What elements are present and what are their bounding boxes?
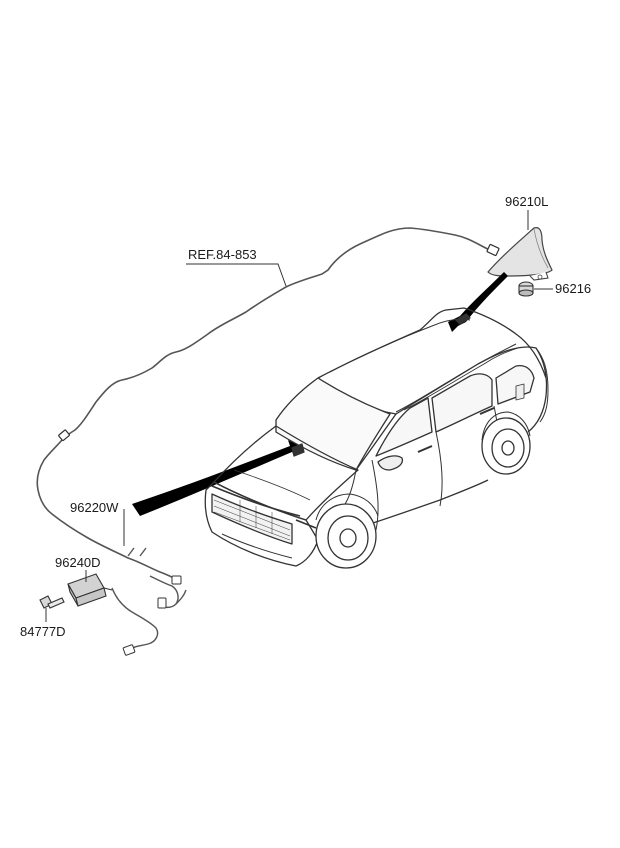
harness-connector bbox=[58, 243, 500, 442]
nut-96216[interactable] bbox=[518, 281, 534, 297]
antenna-96210l[interactable] bbox=[487, 227, 553, 281]
cable-pointer-arrow bbox=[132, 440, 300, 516]
feeder-cable-connectors bbox=[122, 575, 182, 656]
part-label-96210l[interactable]: 96210L bbox=[505, 194, 549, 209]
bolt-84777d[interactable] bbox=[39, 595, 65, 609]
ref-leader bbox=[186, 263, 287, 287]
roof-harness bbox=[36, 227, 495, 581]
ref-label-84-853[interactable]: REF.84-853 bbox=[188, 247, 257, 262]
module-96240d[interactable] bbox=[67, 573, 113, 607]
feeder-cable-96220w[interactable] bbox=[111, 547, 187, 651]
part-label-96240d[interactable]: 96240D bbox=[55, 555, 101, 570]
part-label-96216[interactable]: 96216 bbox=[555, 281, 592, 296]
vehicle-illustration bbox=[204, 307, 549, 569]
part-label-84777d[interactable]: 84777D bbox=[20, 624, 66, 639]
part-label-96220w[interactable]: 96220W bbox=[70, 500, 119, 515]
